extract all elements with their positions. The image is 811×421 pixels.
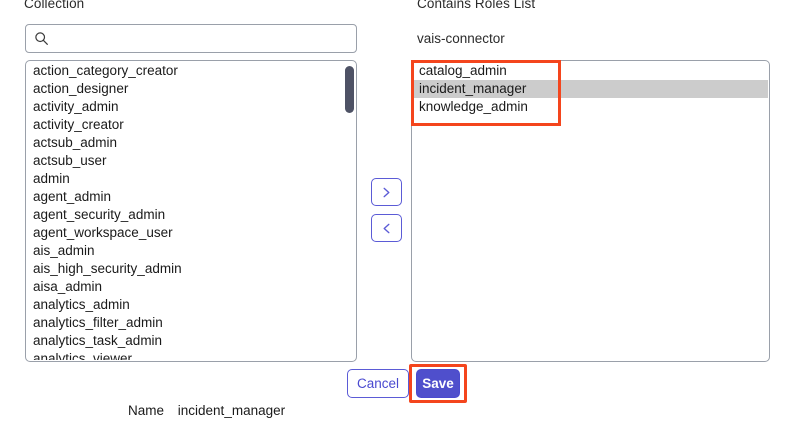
list-item[interactable]: activity_creator (33, 117, 124, 132)
search-input[interactable] (49, 25, 356, 52)
list-item[interactable]: incident_manager (413, 80, 768, 98)
list-item[interactable]: analytics_admin (33, 297, 130, 312)
list-item[interactable]: actsub_admin (33, 135, 118, 150)
list-item[interactable]: admin (33, 171, 70, 186)
list-item[interactable]: knowledge_admin (419, 99, 528, 114)
role-name-subtitle: vais-connector (417, 31, 505, 46)
add-role-button[interactable] (371, 178, 402, 206)
name-label: Name (128, 403, 165, 418)
list-item[interactable]: ais_high_security_admin (33, 261, 182, 276)
list-item[interactable]: analytics_task_admin (33, 333, 163, 348)
save-button[interactable]: Save (416, 369, 460, 398)
list-item[interactable]: action_category_creator (33, 63, 178, 78)
list-item[interactable]: ais_admin (33, 243, 95, 258)
list-item[interactable]: action_designer (33, 81, 129, 96)
search-box[interactable] (25, 24, 357, 53)
search-icon (35, 32, 48, 45)
collection-scrollbar[interactable] (345, 64, 354, 360)
remove-role-button[interactable] (371, 214, 402, 242)
name-detail-row: Name incident_manager (128, 403, 285, 418)
list-item[interactable]: agent_security_admin (33, 207, 166, 222)
list-item[interactable]: catalog_admin (419, 63, 507, 78)
list-item[interactable]: analytics_filter_admin (33, 315, 163, 330)
list-item[interactable]: agent_admin (33, 189, 112, 204)
list-item[interactable]: activity_admin (33, 99, 119, 114)
chevron-left-icon (383, 223, 390, 233)
scrollbar-thumb[interactable] (345, 66, 354, 113)
chevron-right-icon (383, 187, 390, 197)
collection-header: Collection (24, 0, 85, 11)
list-item[interactable]: actsub_user (33, 153, 107, 168)
list-item[interactable]: aisa_admin (33, 279, 103, 294)
list-item[interactable]: agent_workspace_user (33, 225, 173, 240)
contains-roles-header: Contains Roles List (417, 0, 536, 11)
name-value: incident_manager (177, 403, 286, 418)
cancel-button[interactable]: Cancel (347, 369, 409, 398)
list-item[interactable]: analytics_viewer (33, 351, 133, 360)
